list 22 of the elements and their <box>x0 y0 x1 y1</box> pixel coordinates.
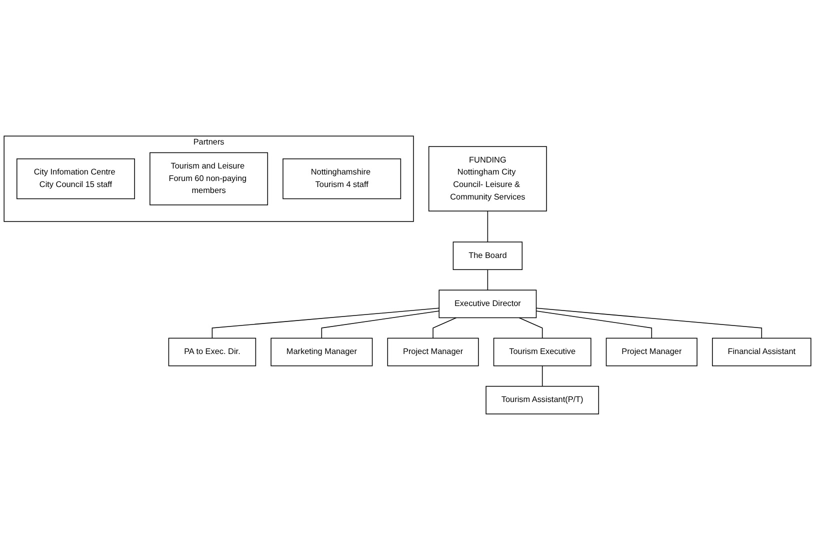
node-box: Executive Director <box>438 290 537 318</box>
connector <box>536 310 652 339</box>
node-box: Marketing Manager <box>270 338 373 366</box>
node-box: Tourism Executive <box>493 338 592 366</box>
node-box: FUNDING Nottingham City Council- Leisure & Community Services <box>428 146 547 212</box>
node-box: Nottinghamshire Tourism 4 staff <box>282 158 402 200</box>
node-box: The Board <box>452 242 523 270</box>
node-box: City Infomation Centre City Council 15 staff <box>16 158 135 200</box>
connector <box>432 317 457 339</box>
node-box: Project Manager <box>387 338 479 366</box>
connector <box>212 308 440 339</box>
connector <box>542 365 543 387</box>
connector <box>518 317 543 339</box>
node-box: PA to Exec. Dir. <box>168 338 256 366</box>
connector <box>487 210 488 242</box>
connector <box>536 308 762 339</box>
connector <box>321 310 440 339</box>
connector <box>487 269 488 290</box>
node-box: Tourism Assistant(P/T) <box>486 386 600 414</box>
node-box: Project Manager <box>606 338 698 366</box>
node-box: Financial Assistant <box>712 338 812 366</box>
node-box: Tourism and Leisure Forum 60 non-paying members <box>150 152 268 206</box>
